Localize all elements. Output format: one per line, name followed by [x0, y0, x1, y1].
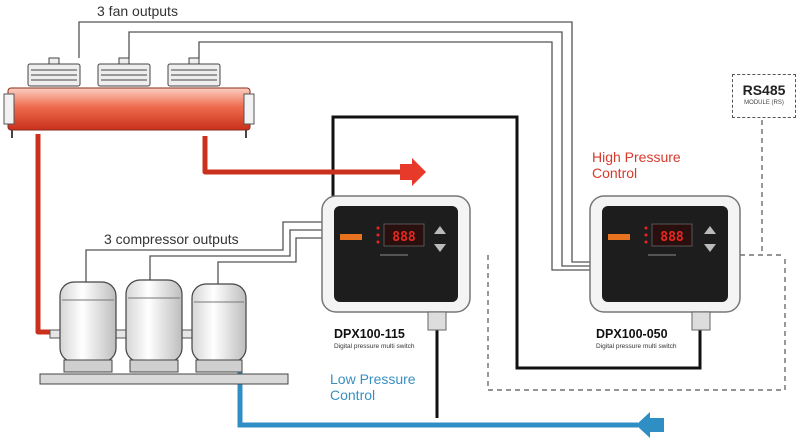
fan-unit	[167, 57, 221, 87]
device-subtitle: Digital pressure multi switch	[334, 343, 415, 350]
signal-wires	[331, 115, 702, 418]
fan-units	[27, 57, 221, 87]
pressure-switch-dpx100-115	[321, 195, 471, 331]
device-display-readout: 888	[392, 230, 416, 245]
rs485-module: RS485 MODULE (RS)	[732, 74, 796, 118]
low-pressure-arrow	[636, 412, 664, 438]
compressor-outputs-label: 3 compressor outputs	[104, 231, 239, 247]
fan-unit	[97, 57, 151, 87]
high-pressure-arrow	[400, 158, 426, 186]
fan-outputs-label: 3 fan outputs	[97, 3, 178, 19]
fan-unit	[27, 57, 81, 87]
low-pressure-pipe	[237, 370, 638, 428]
device-model-label: DPX100-115	[334, 327, 405, 341]
device-display-readout: 888	[660, 230, 684, 245]
compressor-output-wires	[85, 221, 330, 284]
fan-output-wires	[78, 21, 600, 271]
high-pressure-label: High Pressure	[592, 149, 681, 165]
compressor	[59, 281, 117, 373]
compressor-rack	[39, 279, 289, 385]
low-pressure-label: Low Pressure	[330, 371, 416, 387]
high-pressure-label-line2: Control	[592, 165, 638, 181]
pressure-switch-dpx100-050	[589, 195, 741, 331]
low-pressure-label-line2: Control	[330, 387, 376, 403]
compressor	[125, 279, 183, 373]
rs485-dashed-lines	[487, 120, 786, 391]
compressor	[191, 283, 247, 373]
rs485-subtitle: MODULE (RS)	[744, 100, 784, 106]
condenser	[3, 87, 255, 138]
device-subtitle: Digital pressure multi switch	[596, 343, 677, 350]
device-model-label: DPX100-050	[596, 327, 668, 341]
rs485-title: RS485	[742, 82, 786, 98]
